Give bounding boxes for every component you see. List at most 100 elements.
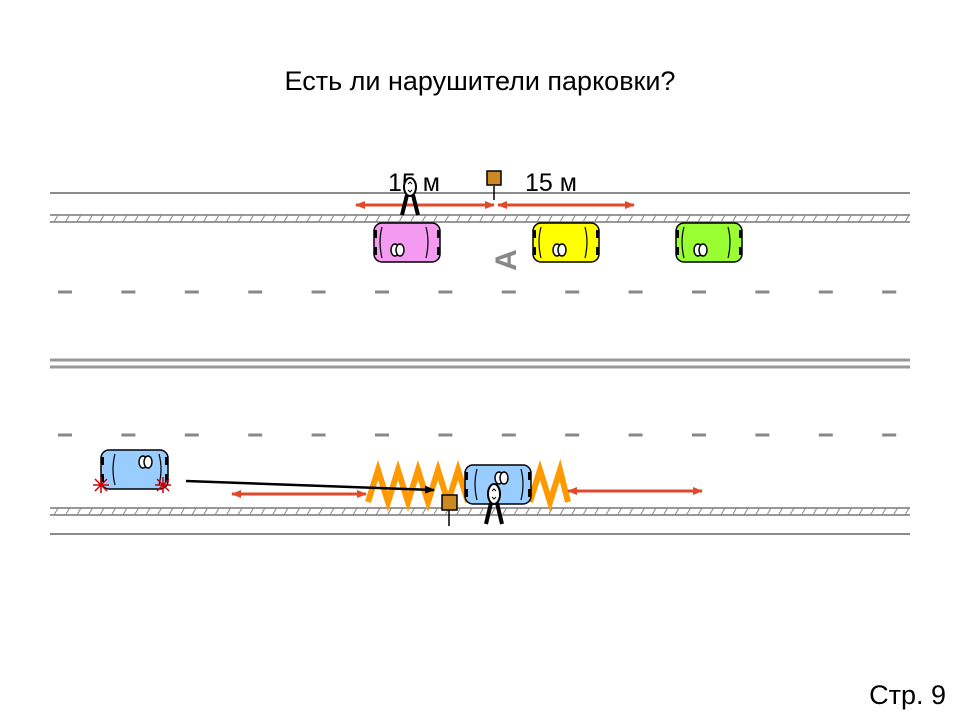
curb-tick [755,214,760,223]
curb-tick [191,214,197,223]
curb-tick [640,214,645,223]
curb-tick [743,214,749,223]
curb-tick [456,507,461,516]
curb-tick [387,507,392,516]
curb-tick [720,214,726,223]
curb-tick [272,507,277,516]
pedestrian-icon [400,177,420,216]
curb-tick [145,507,151,516]
curb-tick [743,507,749,516]
curb-tick [134,507,139,516]
curb-tick [65,507,70,516]
curb-tick [433,214,438,223]
curb-tick [53,214,59,223]
trajectory-arrow [185,479,435,494]
curb-tick [674,507,680,516]
curb-tick [778,507,783,516]
road [50,192,910,535]
curb-tick [421,214,427,223]
page-number: Стр. 9 [869,680,946,710]
curb-tick [226,507,231,516]
curb-tick [203,214,208,223]
slide-title: Есть ли нарушители парковки? [284,66,676,96]
curb-tick [479,214,484,223]
curb-tick [53,507,59,516]
hazard-light-icon [93,477,109,493]
curb-tick [122,507,128,516]
curb-tick [214,214,220,223]
curb-tick [881,214,887,223]
curb-tick [847,507,852,516]
curb-tick [709,214,714,223]
curb-tick [341,507,346,516]
curb-tick [548,214,553,223]
curb-tick [582,507,588,516]
curb-tick [295,214,300,223]
curb-tick [398,214,404,223]
curb-tick [594,214,599,223]
curb-tick [306,507,312,516]
curb-tick [306,214,312,223]
curb-tick [824,214,829,223]
curb-tick [536,214,542,223]
curb-tick [76,507,82,516]
curb-tick [812,214,818,223]
curb-tick [157,214,162,223]
curb-tick [111,214,116,223]
curb-tick [111,507,116,516]
curb-tick [295,507,300,516]
curb-tick [249,214,254,223]
curb-tick [881,507,887,516]
curb-tick [168,214,174,223]
curb-tick [559,214,565,223]
curb-tick [812,507,818,516]
curb-tick [157,507,162,516]
curb-tick [870,507,875,516]
curb-tick [594,507,599,516]
curb-tick [617,214,622,223]
curb-tick [444,214,450,223]
curb-tick [801,214,806,223]
curb-tick [605,214,611,223]
curb-tick [801,507,806,516]
bus-stop-sign-icon [486,170,502,200]
curb-tick [663,507,668,516]
curb-tick [789,214,795,223]
curb-tick [571,214,576,223]
curb-tick [651,214,657,223]
curb-tick [858,214,864,223]
curb-tick [329,214,335,223]
curb-tick [352,214,358,223]
curb-tick [766,507,772,516]
curb-tick [502,214,507,223]
bus-stop-sign-icon [441,494,458,526]
curb-tick [847,214,852,223]
curb-tick [352,507,358,516]
curb-tick [686,214,691,223]
curb-tick [663,214,668,223]
curb-tick [651,507,657,516]
curb-tick [513,507,519,516]
curb-tick [628,214,634,223]
center-double-line [50,358,910,369]
curb-tick [835,214,841,223]
curb-tick [490,507,496,516]
curb-tick [88,507,93,516]
curb-tick [720,507,726,516]
curb-tick [180,507,185,516]
curb-tick [398,507,404,516]
curb-tick [904,214,910,223]
curb-tick [283,507,289,516]
curb-tick [582,214,588,223]
curb-tick [375,214,381,223]
curb-tick [260,507,266,516]
curb-tick [134,214,139,223]
curb-tick [318,214,323,223]
curb-tick [99,214,105,223]
hazard-light-icon [155,477,171,493]
curb-tick [479,507,484,516]
curb-tick [755,507,760,516]
curb-tick [65,214,70,223]
curb-tick [732,507,737,516]
